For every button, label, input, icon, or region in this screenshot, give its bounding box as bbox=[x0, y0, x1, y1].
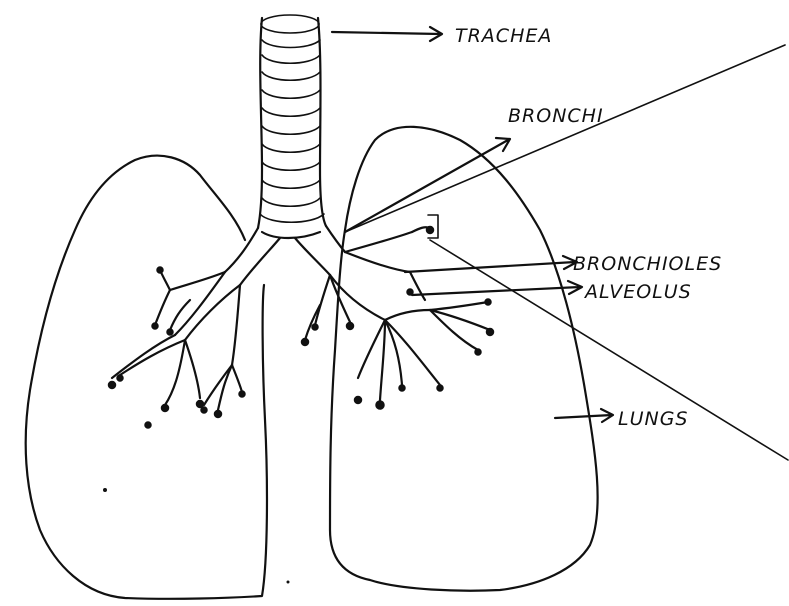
bronchial-tree bbox=[112, 226, 490, 410]
alveoli bbox=[109, 227, 494, 429]
trachea-label: TRACHEA bbox=[455, 25, 552, 47]
trachea-arrow bbox=[332, 27, 442, 41]
bronchi-arrow bbox=[345, 138, 510, 232]
pointer-line-upper bbox=[345, 45, 785, 232]
label-arrows bbox=[332, 27, 788, 460]
pencil-dot bbox=[287, 581, 290, 584]
left-lung-outline bbox=[26, 156, 267, 599]
lungs-arrow bbox=[555, 409, 613, 422]
right-lung-outline bbox=[330, 127, 598, 591]
bronchi-label: BRONCHI bbox=[508, 105, 604, 127]
alveolus-label: ALVEOLUS bbox=[583, 281, 692, 303]
alveolus-arrow bbox=[412, 281, 582, 295]
bronchioles-label: BRONCHIOLES bbox=[573, 253, 722, 275]
lungs-label: LUNGS bbox=[618, 408, 689, 430]
pencil-dot bbox=[103, 488, 107, 492]
trachea bbox=[258, 15, 326, 228]
